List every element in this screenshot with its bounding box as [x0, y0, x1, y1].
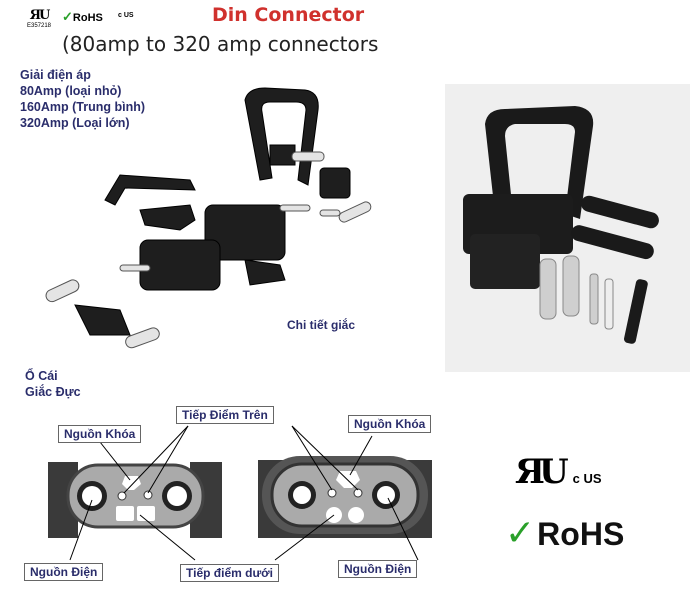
male-plug-label: Giắc Đực — [25, 385, 81, 399]
ratings-heading: Giải điện áp — [20, 68, 91, 82]
left-connector-face — [48, 462, 222, 538]
callout-lines — [69, 425, 419, 561]
cul-large-text: c US — [572, 471, 602, 486]
connector-photo-illustration — [463, 106, 659, 344]
callout-top-contact: Tiếp Điểm Trên — [176, 406, 274, 424]
ul-mark-icon: ЯU — [29, 8, 51, 23]
product-photo — [445, 84, 690, 372]
rohs-small-text: RoHS — [72, 12, 103, 24]
cul-small-logo: c US — [118, 12, 134, 19]
rating-item: 160Amp (Trung bình) — [20, 100, 145, 114]
rohs-large-text: RoHS — [537, 516, 625, 552]
rating-item: 320Amp (Loại lớn) — [20, 116, 130, 130]
callout-lock-right: Nguồn Khóa — [348, 415, 432, 433]
callout-bottom-contact: Tiếp điểm dưới — [180, 564, 280, 582]
right-connector-face — [258, 456, 432, 538]
page-title: Din Connector — [212, 4, 365, 26]
cul-large-logo: ЯU c US — [515, 452, 602, 492]
rohs-small-logo: ✓RoHS — [62, 9, 103, 25]
rohs-large-logo: ✓ RoHS — [505, 512, 624, 556]
exploded-view-diagram — [45, 87, 372, 349]
exploded-view-label: Chi tiết giắc — [287, 318, 356, 332]
female-socket-label: Ổ Cái — [25, 369, 58, 383]
callout-power-right: Nguồn Điện — [338, 560, 418, 578]
check-icon: ✓ — [505, 513, 536, 554]
page-subtitle: (80amp to 320 amp connectors — [62, 32, 379, 56]
rating-item: 80Amp (loại nhỏ) — [20, 84, 122, 98]
bottom-heading: Ổ Cái Giắc Đực — [25, 368, 81, 400]
ul-logo: ЯU E357218 — [26, 8, 52, 29]
check-icon: ✓ — [62, 9, 73, 24]
connector-face-diagram — [48, 425, 432, 561]
ul-mark-icon: ЯU — [515, 452, 569, 492]
ratings-list: Giải điện áp 80Amp (loại nhỏ) 160Amp (Tr… — [20, 67, 145, 131]
callout-power-left: Nguồn Điện — [24, 563, 104, 581]
ul-code: E357218 — [26, 23, 52, 29]
callout-lock-left: Nguồn Khóa — [58, 425, 142, 443]
